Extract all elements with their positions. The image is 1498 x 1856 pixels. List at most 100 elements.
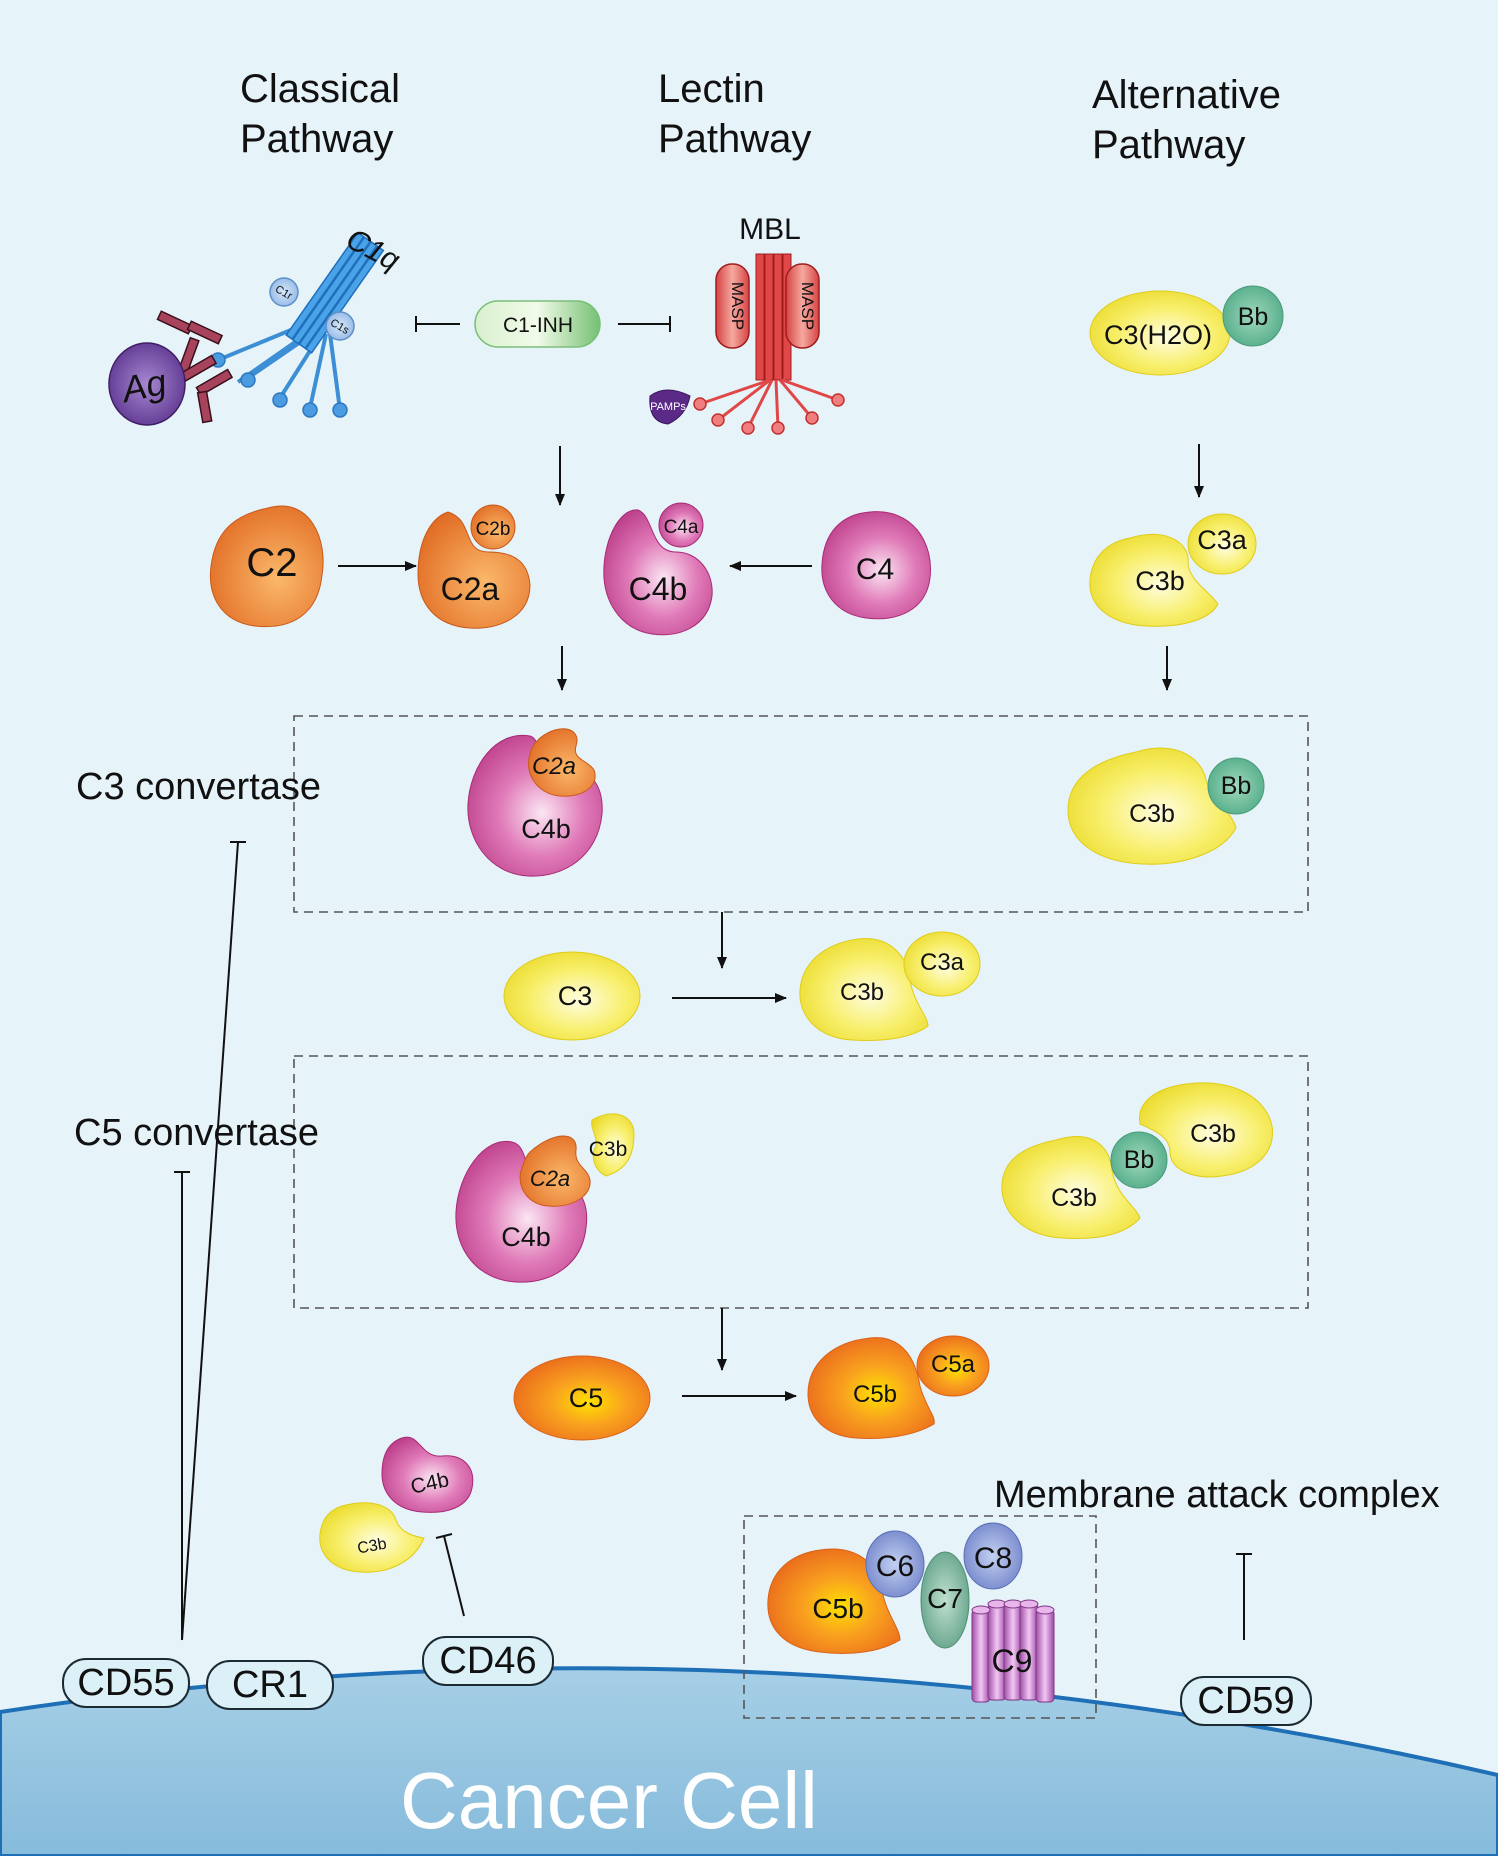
c1-inh-inhibit-right [618, 316, 671, 332]
mac-c8-label: C8 [974, 1542, 1012, 1575]
c1-complex [210, 231, 385, 418]
cd46-inhibit-line [443, 1535, 465, 1617]
alt-c3b-label: C3b [1135, 566, 1185, 596]
c5conv-bb-sphere [1110, 1131, 1168, 1189]
c5conv-c3b-blob [591, 1113, 635, 1177]
c2a-blob [417, 511, 531, 629]
alt-c3b-blob [1089, 533, 1219, 627]
c2-blob [210, 505, 324, 628]
c3-h2o-label: C3(H2O) [1104, 320, 1212, 350]
c5conv-c2a-label: C2a [530, 1166, 570, 1191]
c1s-sphere [325, 311, 355, 341]
alt-c3a-ellipse [1187, 513, 1257, 575]
c5conv-c4b-label: C4b [501, 1222, 551, 1252]
c5conv-c2a-blob [519, 1135, 591, 1207]
c3conv-c2a-blob [528, 728, 596, 797]
pamps-label: PAMPs [650, 401, 686, 413]
c1-inh-label: C1-INH [503, 314, 573, 337]
c5conv-c3b-lower-label: C3b [1051, 1184, 1097, 1212]
c5-label: C5 [569, 1383, 604, 1413]
c1-inh-inhibit-left [415, 316, 460, 332]
cd46-badge: CD46 [422, 1636, 554, 1686]
c4-label: C4 [856, 553, 894, 586]
c4b-blob [603, 509, 713, 636]
c3conv-bb-label: Bb [1221, 772, 1252, 800]
cd46-inhibit-bar [435, 1533, 453, 1539]
c3conv-c3b-blob [1067, 747, 1237, 865]
pamps-shape [649, 389, 691, 425]
mac-c9-pore [971, 1599, 1055, 1703]
mac-c8-ellipse [963, 1522, 1023, 1590]
c5conv-c3b-label: C3b [589, 1138, 628, 1161]
c3a-product-label: C3a [920, 949, 965, 976]
mac-c5b-label: C5b [812, 1593, 863, 1624]
masp-left-label: MASP [728, 282, 747, 330]
alt-c3a-label: C3a [1197, 525, 1248, 555]
mbl-label: MBL [739, 213, 801, 246]
mac-c9-label: C9 [992, 1643, 1033, 1679]
c3a-product-ellipse [903, 931, 981, 997]
c5-convertase-label: C5 convertase [74, 1112, 320, 1154]
c5b-product-label: C5b [853, 1381, 897, 1408]
bb-initial-sphere [1222, 285, 1284, 347]
c3conv-c3b-label: C3b [1129, 800, 1175, 828]
mac-label: Membrane attack complex [994, 1474, 1440, 1516]
alternative-pathway-line1: Alternative [1092, 73, 1281, 117]
antibody-icon [156, 310, 234, 424]
classical-pathway-line1: Classical [240, 67, 401, 111]
c3-label: C3 [558, 981, 593, 1011]
cancer-cell-label: Cancer Cell [400, 1756, 818, 1845]
cd59-badge: CD59 [1180, 1676, 1312, 1726]
cd55-to-c3conv-line [181, 841, 239, 1641]
c3conv-c2a-label: C2a [532, 753, 576, 780]
alternative-pathway-line2: Pathway [1092, 123, 1246, 167]
alternative-pathway-title: Alternative Pathway [1092, 70, 1281, 170]
lectin-pathway-title: Lectin Pathway [658, 64, 811, 164]
masp-right-label: MASP [798, 282, 817, 330]
c3-convertase-label: C3 convertase [76, 766, 322, 808]
c3b-product-label: C3b [840, 979, 884, 1006]
classical-pathway-title: Classical Pathway [240, 64, 400, 164]
mac-c7-label: C7 [927, 1583, 963, 1614]
masp-left [715, 263, 750, 349]
mac-c6-label: C6 [876, 1550, 914, 1583]
cd55-badge: CD55 [62, 1658, 190, 1708]
cr1-badge: CR1 [206, 1660, 334, 1710]
reg-c3b-label: C3b [356, 1536, 388, 1558]
mac-c6-ellipse [865, 1530, 925, 1598]
antigen-label: Ag [116, 361, 170, 411]
c5-convertase-box [293, 1055, 1309, 1309]
reg-c3b-blob [319, 1502, 425, 1573]
c4a-label: C4a [664, 517, 699, 538]
c1-inh-capsule [474, 300, 601, 348]
c5a-product-ellipse [916, 1335, 990, 1397]
bb-initial-label: Bb [1238, 303, 1269, 331]
lectin-pathway-line2: Pathway [658, 117, 812, 161]
c5b-product-blob [807, 1337, 935, 1439]
c4b-label: C4b [629, 571, 688, 607]
c3-convertase-box [293, 715, 1309, 913]
mac-c7-ellipse [920, 1551, 970, 1649]
c5a-product-label: C5a [931, 1351, 976, 1378]
c2-label: C2 [246, 541, 297, 585]
c5-ellipse [513, 1355, 651, 1441]
reg-c4b-blob [381, 1436, 474, 1513]
c4a-sphere [658, 502, 704, 548]
classical-pathway-line2: Pathway [240, 117, 394, 161]
c2a-label: C2a [441, 571, 500, 607]
c3-ellipse [503, 951, 641, 1041]
mbl-complex [693, 253, 845, 435]
lectin-pathway-line1: Lectin [658, 67, 765, 111]
c5conv-c3b-upper-label: C3b [1190, 1120, 1236, 1148]
c3conv-c4b-label: C4b [521, 814, 571, 844]
c3conv-bb-sphere [1207, 757, 1265, 815]
c5conv-bb-label: Bb [1124, 1146, 1155, 1174]
masp-right [785, 263, 820, 349]
c1r-sphere [269, 277, 299, 307]
c5conv-c3b-upper-blob [1139, 1082, 1273, 1178]
c4-blob [821, 511, 931, 620]
mac-box [743, 1515, 1097, 1719]
antigen-sphere [108, 342, 186, 426]
